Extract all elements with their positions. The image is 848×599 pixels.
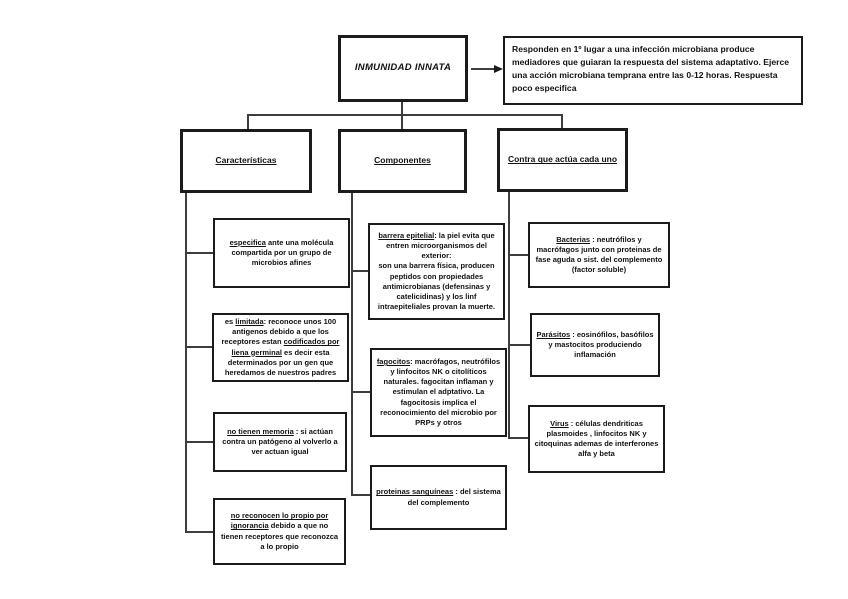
connector-stub-componentes [401, 114, 403, 130]
stub-fagocitos [351, 391, 370, 393]
trunk-caracteristicas [185, 193, 187, 533]
stub-memoria [185, 441, 213, 443]
trunk-contra [508, 192, 510, 439]
root-node-inmunidad-innata: INMUNIDAD INNATA [338, 35, 468, 102]
note-box: Responden en 1º lugar a una infección mi… [503, 36, 803, 105]
connector-main-horizontal [247, 114, 563, 116]
arrowhead-icon [494, 65, 503, 73]
branch-componentes-label: Componentes [374, 155, 431, 166]
node-no-tienen-memoria: no tienen memoria : si actúan contra un … [213, 412, 347, 472]
arrow-line [471, 68, 496, 70]
stub-proteinas [351, 494, 370, 496]
stub-bacterias [508, 254, 528, 256]
branch-contra-label: Contra que actúa cada uno [507, 154, 618, 165]
node-virus: Virus : células dendriticas plasmoides ,… [528, 405, 665, 473]
connector-stub-caracteristicas [247, 114, 249, 130]
stub-parasitos [508, 344, 530, 346]
connector-stub-contra [561, 114, 563, 129]
branch-caracteristicas: Características [180, 129, 312, 193]
stub-barrera [351, 270, 368, 272]
stub-limitada [185, 346, 212, 348]
stub-virus [508, 437, 528, 439]
node-no-reconocen-propio: no reconocen lo propio por ignorancia de… [213, 498, 346, 565]
node-proteinas-sanguineas: proteinas sanguíneas : del sistema del c… [370, 465, 507, 530]
node-barrera-epitelial: barrera epitelial: la piel evita que ent… [368, 223, 505, 320]
branch-caracteristicas-label: Características [215, 155, 277, 166]
node-parasitos: Parásitos : eosinófilos, basófilos y mas… [530, 313, 660, 377]
connector-root-down [401, 102, 403, 116]
stub-propio [185, 531, 213, 533]
node-especifica: especifica ante una molécula compartida … [213, 218, 350, 288]
branch-componentes: Componentes [338, 129, 467, 193]
trunk-componentes [351, 193, 353, 496]
node-fagocitos: fagocitos: macrófagos, neutrófilos y lin… [370, 348, 507, 437]
node-es-limitada: es limitada: reconoce unos 100 antigenos… [212, 313, 349, 382]
stub-especifica [185, 252, 213, 254]
branch-contra: Contra que actúa cada uno [497, 128, 628, 192]
node-bacterias: Bacterias : neutrófilos y macrófagos jun… [528, 222, 670, 288]
